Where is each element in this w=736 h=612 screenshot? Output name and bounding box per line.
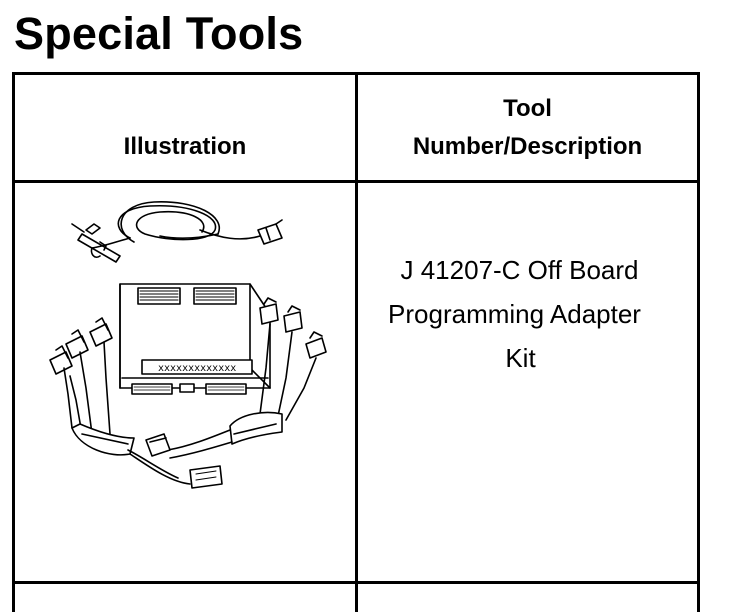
tool-description-line3: Kit — [505, 343, 536, 373]
adapter-box-icon: xxxxxxxxxxxxx — [119, 283, 271, 395]
column-header-illustration: Illustration — [123, 133, 247, 160]
tool-description-line2: Programming Adapter — [388, 299, 641, 329]
column-header-tool-line2: Number/Description — [412, 133, 643, 160]
special-tools-table: Illustration Tool Number/Description — [12, 72, 700, 612]
column-header-tool: Tool Number/Description — [358, 90, 697, 166]
device-label: xxxxxxxxxxxxx — [158, 363, 236, 374]
table-rule-left — [12, 72, 15, 612]
cable-coil-icon — [90, 201, 261, 258]
tool-description: J 41207-C Off Board Programming Adapter … — [346, 248, 685, 380]
table-rule-right — [697, 72, 700, 612]
junction-right-icon — [167, 411, 283, 459]
connector-right-icon — [257, 219, 283, 245]
table-rule-middle — [355, 72, 358, 612]
bottom-plug-icon — [189, 465, 223, 489]
page-title: Special Tools — [14, 8, 304, 59]
center-plug-icon — [145, 433, 171, 457]
plug-left-icon — [71, 223, 121, 263]
connectors-left-icon — [49, 317, 113, 435]
programming-adapter-kit-illustration-icon: xxxxxxxxxxxxx — [20, 138, 340, 498]
column-header-tool-line1: Tool — [503, 95, 552, 122]
junction-left-icon — [71, 423, 191, 485]
connectors-right-icon — [259, 297, 327, 421]
tool-description-line1: J 41207-C Off Board — [400, 255, 639, 285]
